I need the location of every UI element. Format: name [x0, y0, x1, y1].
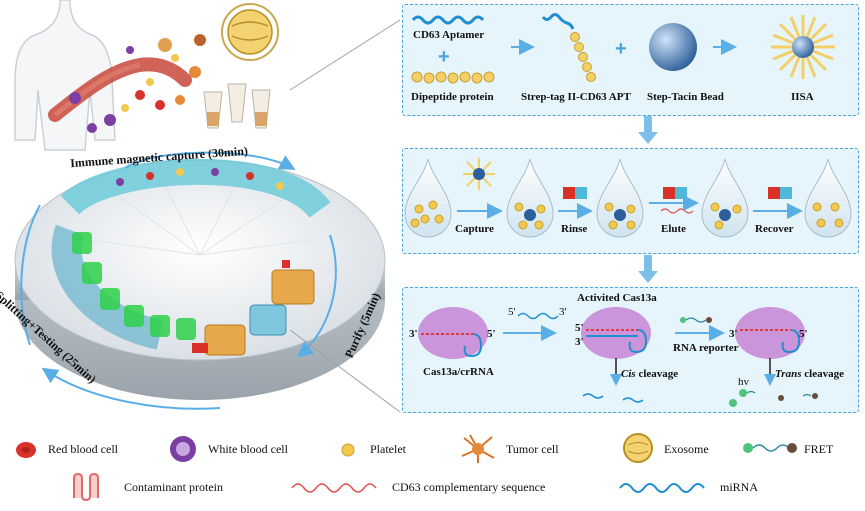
exosome-icon: [623, 433, 653, 463]
end-5-a: 5': [487, 328, 496, 340]
rna-reporter-label: RNA reporter: [673, 342, 739, 354]
process-panel: Capture Rinse Elute Recover: [402, 148, 859, 254]
end-5-c: 5': [575, 322, 584, 334]
dipeptide-label: Dipeptide protein: [411, 91, 494, 103]
device-illustration: Immune magnetic capture (30min) Splittin…: [0, 0, 401, 420]
purify-chambers: [192, 260, 315, 356]
blood-cells-cluster: [69, 34, 206, 133]
iisa-icon: [771, 15, 835, 79]
hv-label: hv: [738, 376, 749, 388]
end-5-d: 5': [799, 328, 808, 340]
legend-cd63-complementary-sequence: CD63 complementary sequence: [392, 480, 546, 494]
aptamer-label: CD63 Aptamer: [413, 29, 485, 41]
complementary-sequence-icon: [291, 483, 377, 493]
tumor-cell-icon: [461, 434, 495, 463]
white-blood-cell-icon: [170, 436, 196, 462]
red-blood-cell-icon: [16, 442, 36, 458]
strep-tag-label: Strep-tag II-CD63 APT: [521, 91, 631, 103]
mirna-icon: [619, 483, 705, 493]
svg-text:+: +: [438, 46, 450, 68]
device-graphic: [14, 0, 401, 413]
cis-cleavage-label: Cis cleavage: [621, 368, 678, 380]
end-3-a: 3': [409, 328, 418, 340]
cas13a-panel: Activited Cas13a Cas13a/crRNA RNA report…: [402, 287, 859, 413]
step-recover-label: Recover: [755, 223, 794, 235]
activated-cas13a-label: Activited Cas13a: [577, 292, 657, 304]
end-3-c: 3': [575, 336, 584, 348]
iisa-assembly-graphic: + +: [411, 13, 835, 84]
cas13a-crrna-label: Cas13a/crRNA: [423, 366, 494, 378]
cis-rest: cleavage: [635, 368, 679, 380]
end-5-b: 5': [508, 306, 516, 318]
sample-tubes: [203, 83, 271, 129]
platelet-icon: [341, 443, 355, 457]
legend-red-blood-cell: Red blood cell: [48, 442, 118, 456]
cis-italic: Cis: [621, 368, 636, 380]
fret-icon: [743, 443, 797, 453]
process-graphic: [404, 158, 852, 238]
down-arrow-1: [638, 116, 658, 144]
legend-fret: FRET: [804, 442, 834, 456]
human-body-outline: [14, 0, 116, 151]
legend: Red blood cell White blood cell Platelet…: [0, 420, 865, 511]
cas13a-graphic: [418, 307, 818, 407]
legend-platelet: Platelet: [370, 442, 406, 456]
contaminant-protein-icon: [73, 472, 99, 502]
legend-exosome: Exosome: [664, 442, 709, 456]
legend-tumor-cell: Tumor cell: [506, 442, 559, 456]
down-arrow-2: [638, 255, 658, 283]
legend-white-blood-cell: White blood cell: [208, 442, 288, 456]
legend-contaminant-protein: Contaminant protein: [124, 480, 223, 494]
trans-rest: cleavage: [801, 368, 844, 380]
iisa-assembly-panel: + +: [402, 4, 859, 116]
exosome-zoom: [221, 3, 279, 61]
bead-label: Step-Tacin Bead: [647, 91, 724, 103]
iisa-label: IISA: [791, 91, 814, 103]
svg-text:+: +: [615, 38, 627, 60]
green-wells: [72, 232, 196, 340]
end-3-d: 3': [729, 328, 738, 340]
trans-italic: Trans: [775, 368, 802, 380]
legend-mirna: miRNA: [720, 480, 759, 494]
step-rinse-label: Rinse: [561, 223, 588, 235]
trans-cleavage-label: Trans cleavage: [775, 368, 844, 380]
end-3-b: 3': [559, 306, 567, 318]
step-elute-label: Elute: [661, 223, 687, 235]
channel-particles: [116, 168, 284, 190]
step-capture-label: Capture: [455, 223, 494, 235]
